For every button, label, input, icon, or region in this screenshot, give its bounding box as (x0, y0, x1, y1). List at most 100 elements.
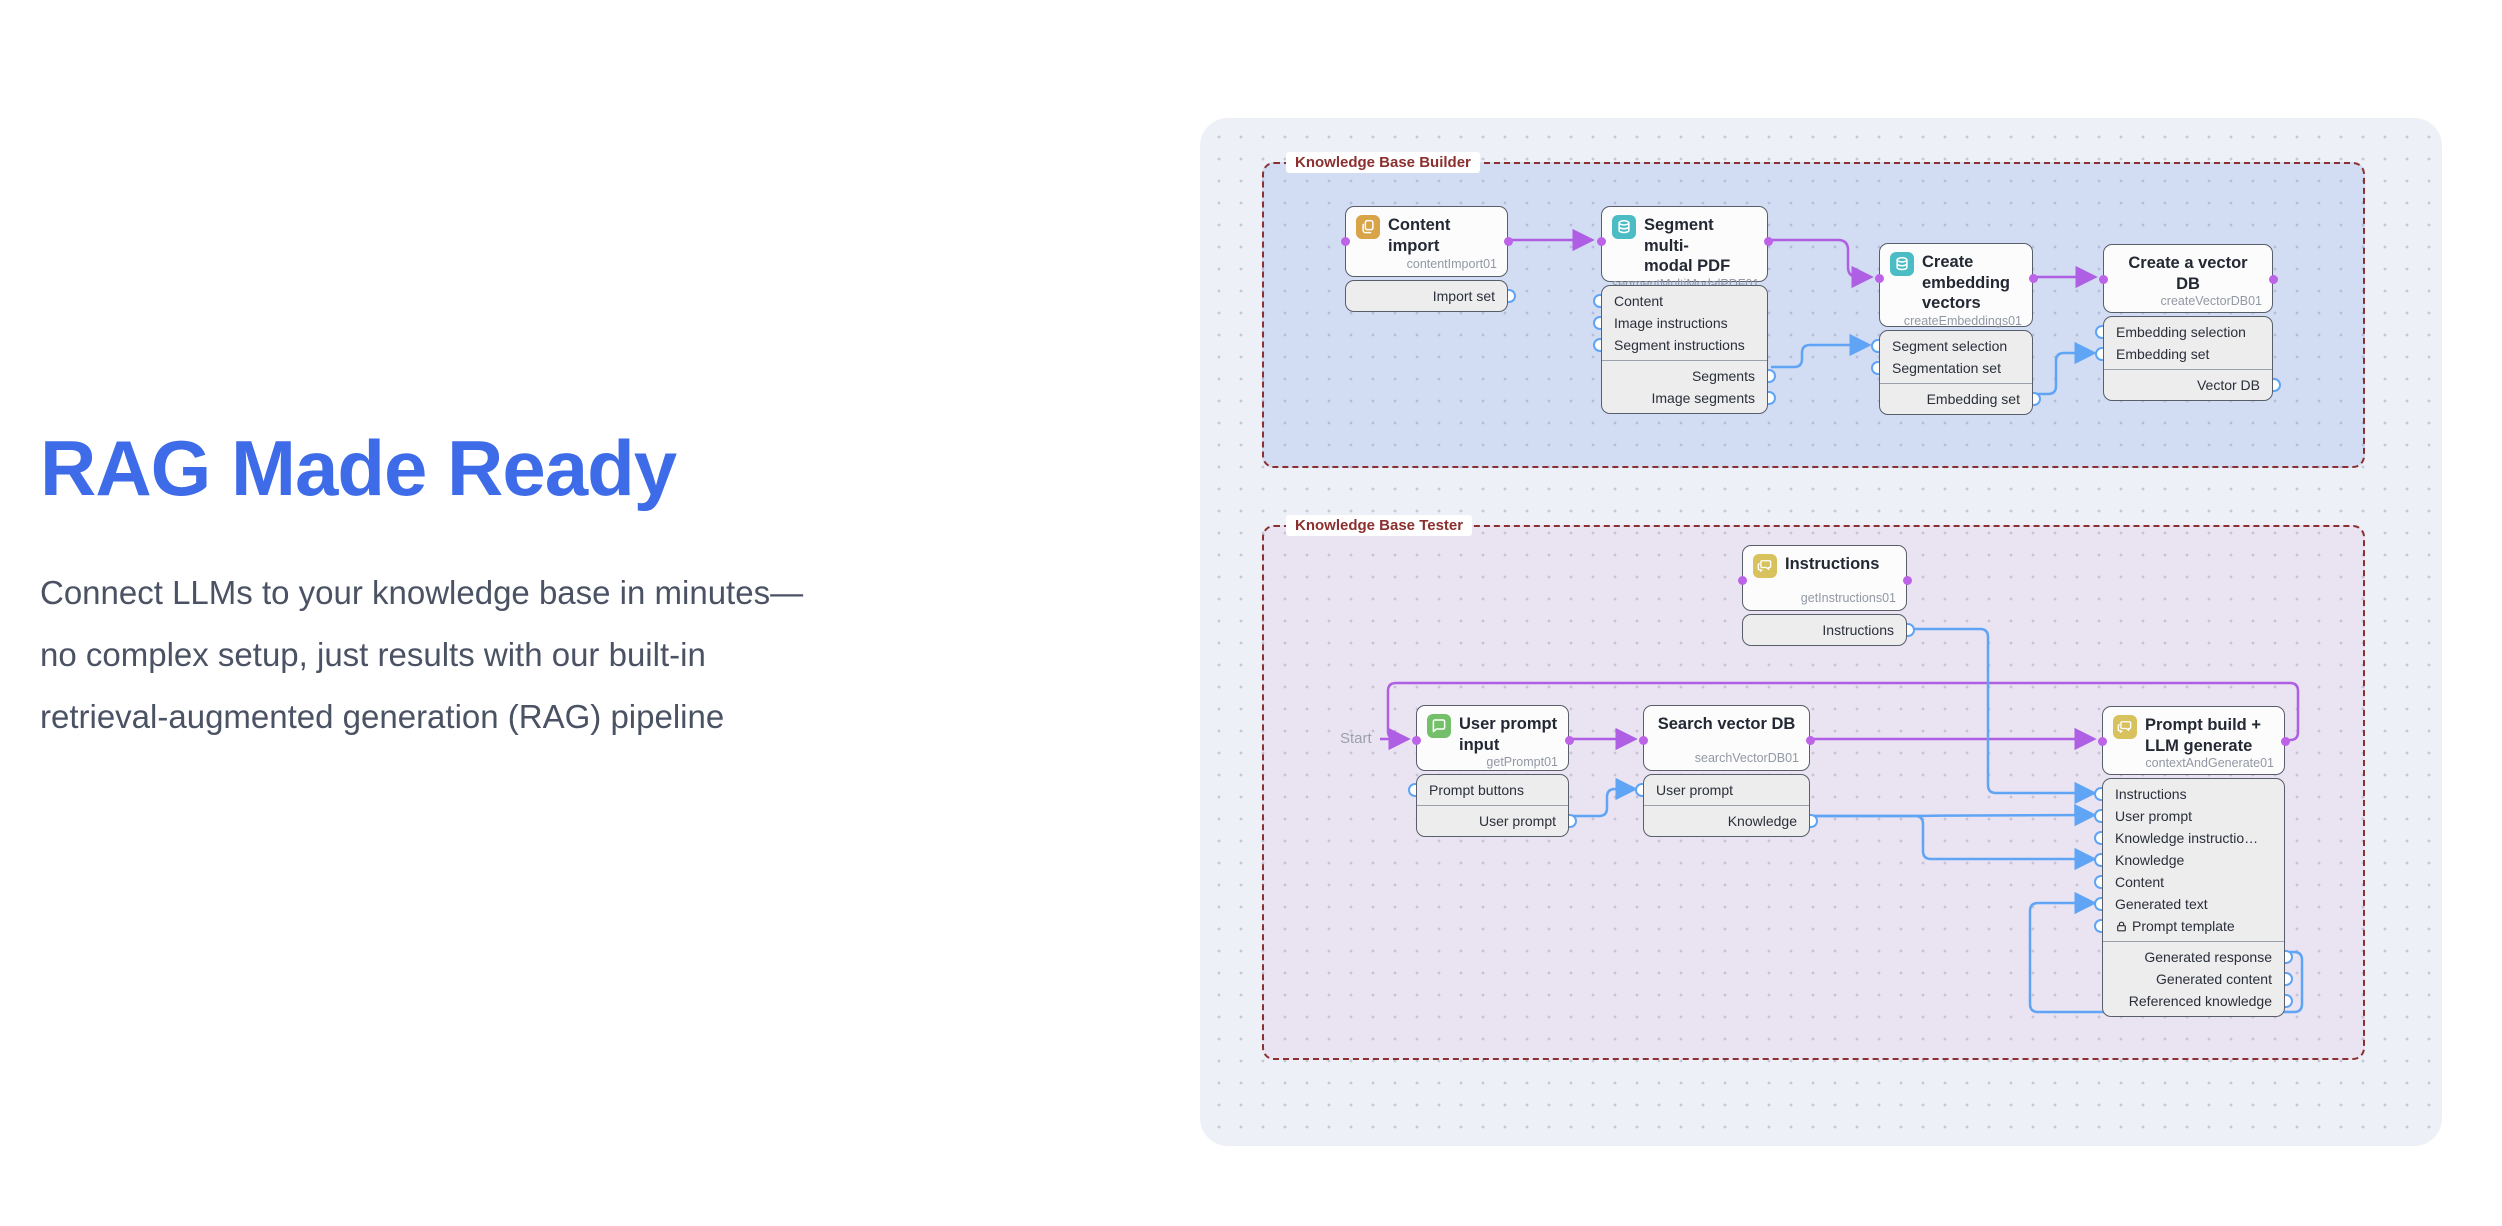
input-port-connector[interactable] (2094, 875, 2102, 889)
input-port-connector[interactable] (1871, 339, 1879, 353)
wire-knowledge-to-generate-knowledge (1813, 814, 2097, 871)
node-title: Create a vector DB (2128, 254, 2248, 293)
input-port-connector[interactable] (2094, 787, 2102, 801)
flow-port-in[interactable] (1596, 237, 1606, 246)
input-port-connector[interactable] (1593, 338, 1601, 352)
output-port-connector[interactable] (1569, 814, 1577, 828)
input-port-connector[interactable] (2094, 831, 2102, 845)
node-title: Instructions (1785, 555, 1880, 573)
flow-port-in[interactable] (1411, 736, 1421, 745)
input-ports-section: Prompt buttons (1408, 775, 1568, 805)
flow-port-in[interactable] (1340, 237, 1350, 246)
output-port-connector[interactable] (1907, 623, 1915, 637)
input-port-connector[interactable] (1871, 361, 1879, 375)
node-title-row: User prompt input (1427, 714, 1558, 755)
output-port-row: Generated response (2103, 946, 2293, 968)
node-title-row: Segment multi- modal PDF (1612, 215, 1757, 277)
port-label: Image instructions (1614, 315, 1728, 331)
wire-instructions-to-instructions (1910, 627, 2097, 805)
copy-icon (1356, 215, 1380, 239)
output-port-connector[interactable] (2033, 392, 2041, 406)
group-label-tester: Knowledge Base Tester (1286, 515, 1473, 536)
flow-port-out[interactable] (1564, 736, 1574, 745)
flow-port-out[interactable] (1763, 237, 1773, 246)
input-port-row: Content (2094, 871, 2284, 893)
input-port-connector[interactable] (2094, 809, 2102, 823)
flow-port-out[interactable] (1805, 736, 1815, 745)
input-port-connector[interactable] (1635, 783, 1643, 797)
wire-userprompt-to-search-userprompt (1572, 777, 1638, 818)
port-label: Knowledge instructio… (2115, 830, 2259, 846)
output-port-connector[interactable] (1768, 369, 1776, 383)
port-label: Generated text (2115, 896, 2208, 912)
flow-port-out[interactable] (2028, 274, 2038, 283)
start-label: Start (1340, 730, 1372, 747)
input-port-row: Prompt buttons (1408, 779, 1568, 801)
flow-port-out[interactable] (2268, 275, 2278, 284)
input-port-connector[interactable] (2095, 347, 2103, 361)
node-title-row: Instructions (1753, 554, 1896, 578)
flow-port-in[interactable] (1874, 274, 1884, 283)
input-port-connector[interactable] (2094, 853, 2102, 867)
output-ports-section: User prompt (1417, 805, 1577, 836)
flow-port-in[interactable] (1737, 576, 1747, 585)
input-port-connector[interactable] (1593, 294, 1601, 308)
output-port-connector[interactable] (2285, 972, 2293, 986)
output-port-row: User prompt (1417, 810, 1577, 832)
wire-flow-loop-generate-to-prompt (1386, 681, 2300, 751)
input-port-connector[interactable] (2094, 897, 2102, 911)
output-port-connector[interactable] (1508, 289, 1516, 303)
output-ports-section: Embedding set (1880, 383, 2041, 414)
flow-port-in[interactable] (2098, 275, 2108, 284)
node-title: Create embedding vectors (1922, 253, 2011, 313)
output-port-connector[interactable] (2285, 950, 2293, 964)
port-label: Embedding selection (2116, 324, 2246, 340)
input-port-row: Content (1593, 290, 1767, 312)
output-port-row: Knowledge (1644, 810, 1818, 832)
output-port-connector[interactable] (1810, 814, 1818, 828)
flow-port-out[interactable] (1503, 237, 1513, 246)
flow-port-in[interactable] (1638, 736, 1648, 745)
input-port-connector[interactable] (2095, 325, 2103, 339)
node-title-row: Create embedding vectors (1890, 252, 2022, 314)
page-title: RAG Made Ready (40, 424, 677, 512)
flow-port-out[interactable] (2280, 737, 2290, 746)
flow-port-out[interactable] (1902, 576, 1912, 585)
input-port-connector[interactable] (1408, 783, 1416, 797)
data-wires (1572, 333, 2304, 1014)
output-port-connector[interactable] (1768, 391, 1776, 405)
output-ports-section: Import set (1346, 281, 1516, 311)
input-port-connector[interactable] (1593, 316, 1601, 330)
output-port-connector[interactable] (2285, 994, 2293, 1008)
port-label: User prompt (2115, 808, 2193, 824)
input-port-row: Prompt template (2094, 915, 2284, 937)
flow-port-in[interactable] (2097, 737, 2107, 746)
hero-description-line: retrieval-augmented generation (RAG) pip… (40, 697, 725, 735)
hero-description-line: Connect LLMs to your knowledge base in m… (40, 573, 804, 611)
output-port-connector[interactable] (2273, 378, 2281, 392)
input-port-connector[interactable] (2094, 919, 2102, 933)
hero-description-line: no complex setup, just results with our … (40, 635, 706, 673)
port-label: Generated content (2156, 971, 2272, 987)
